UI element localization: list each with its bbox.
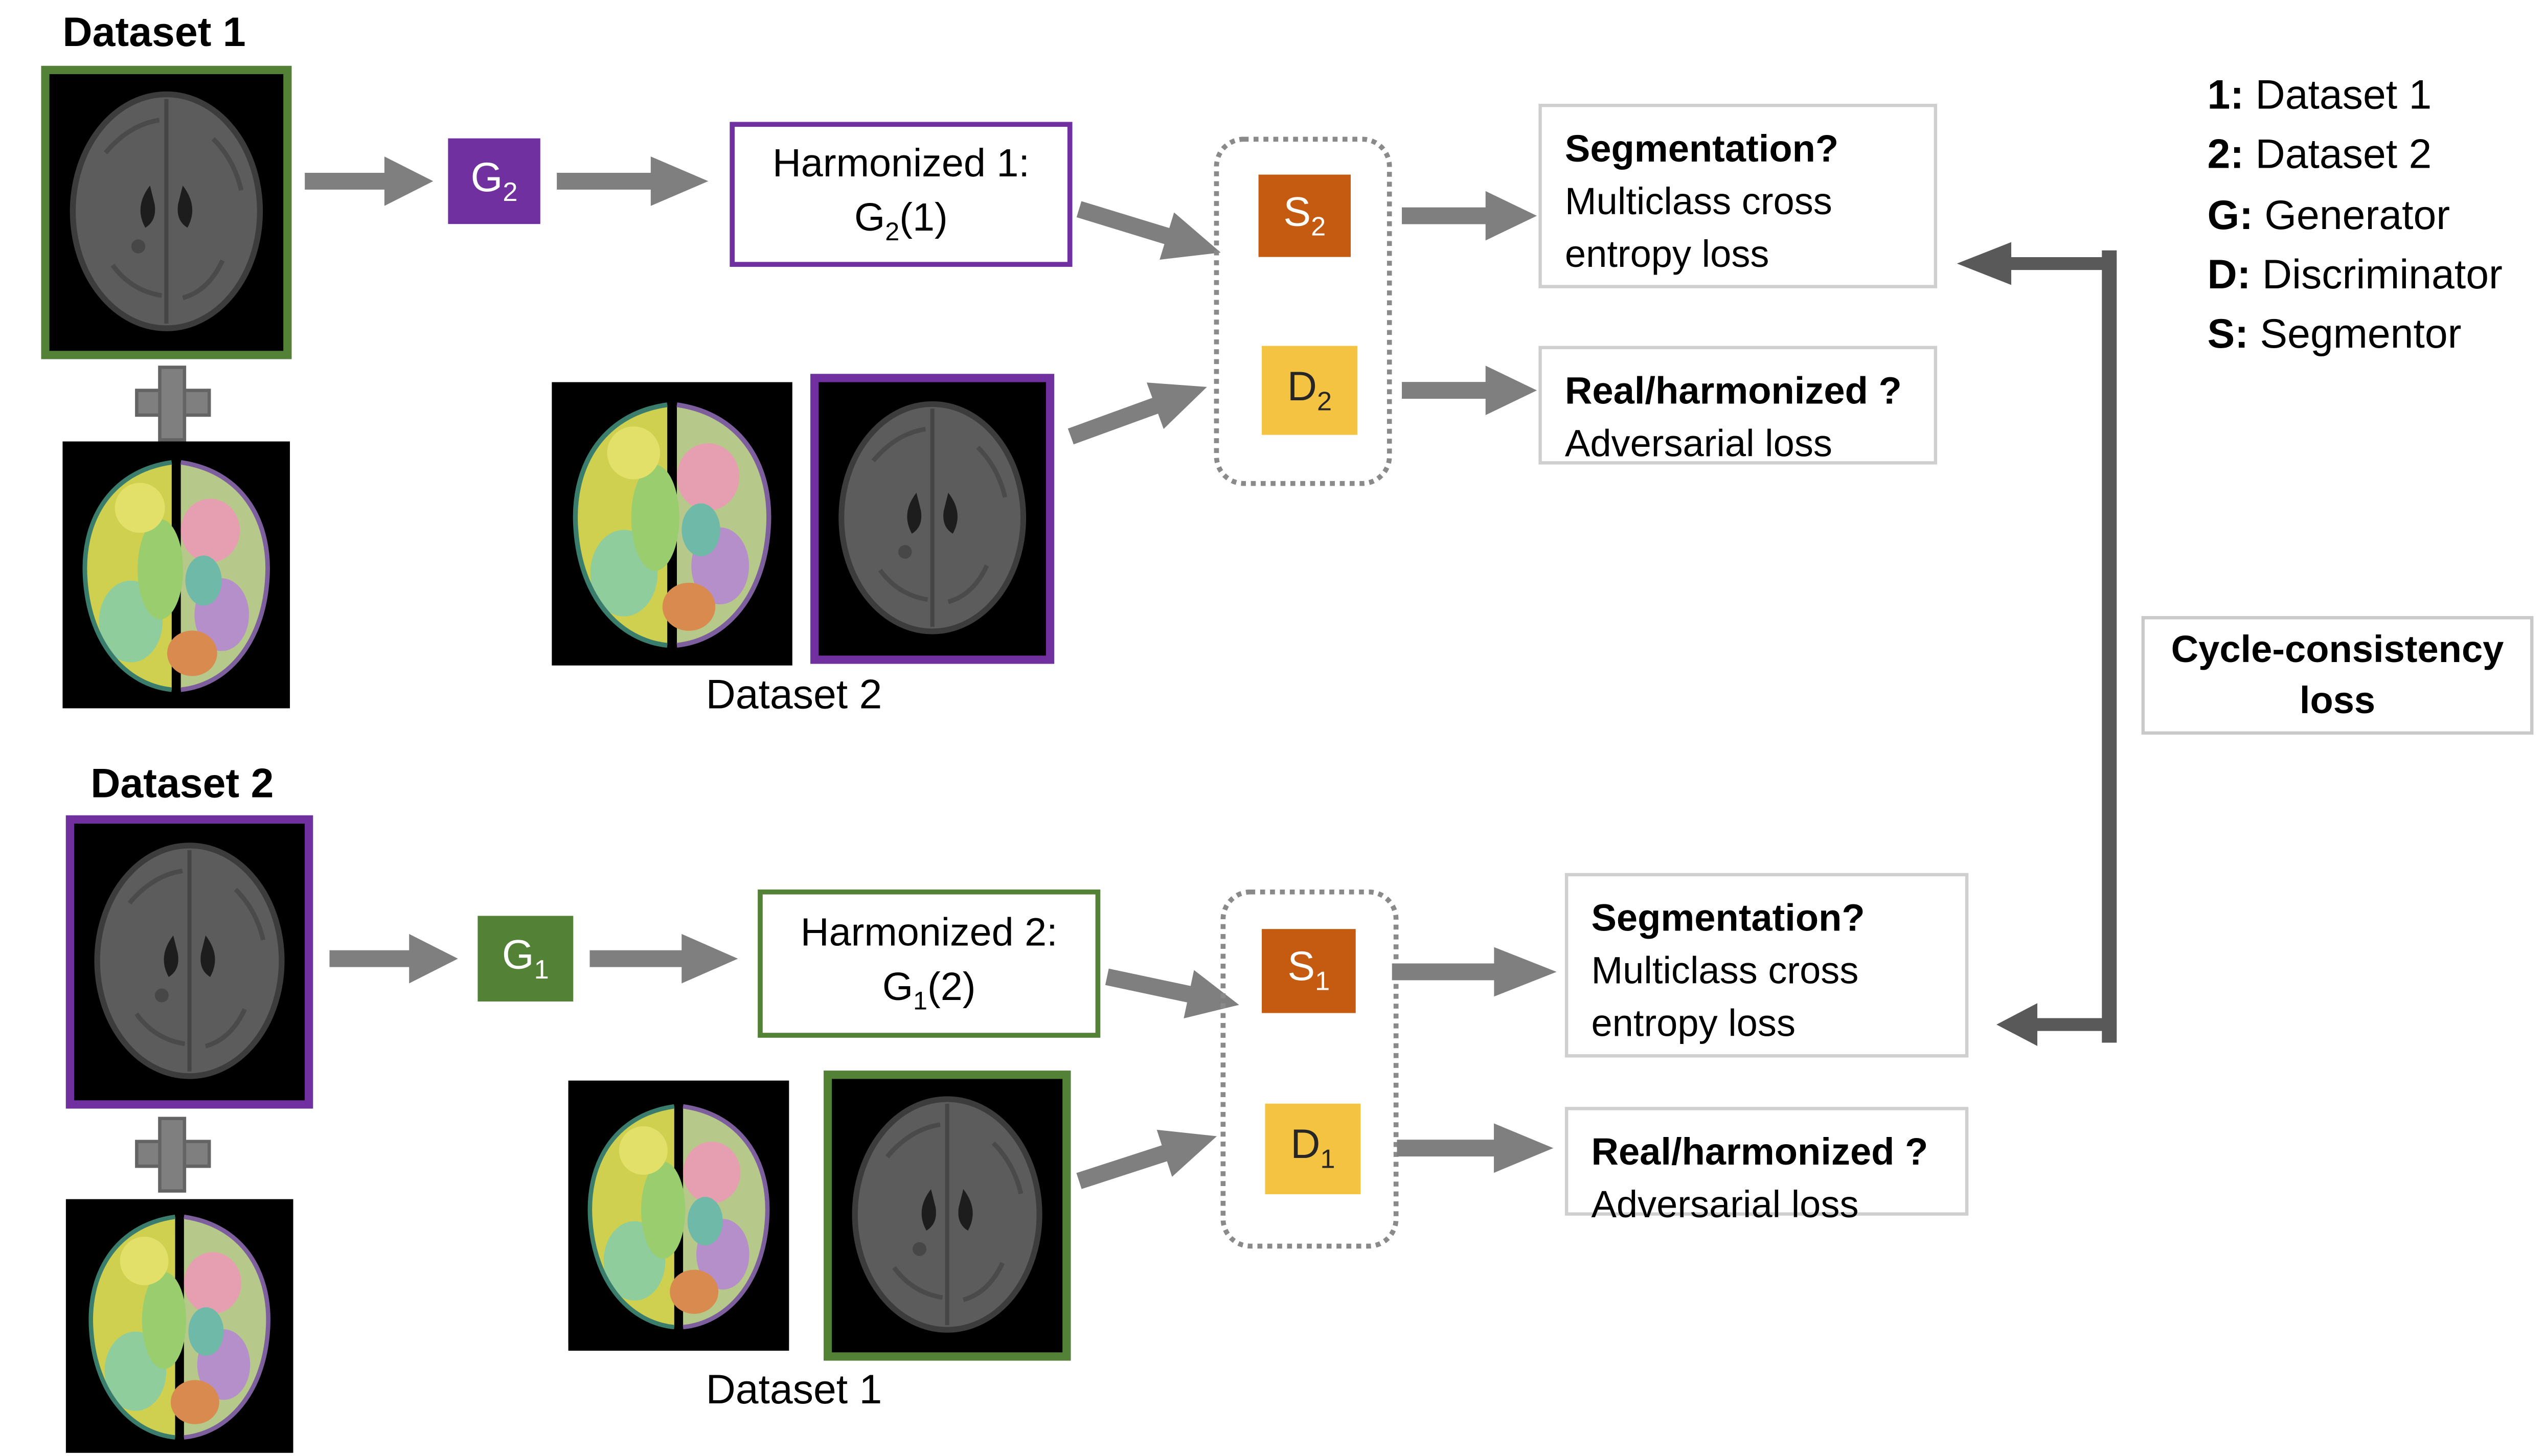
segmentor-s2-label: S2 bbox=[1283, 188, 1326, 242]
adversarial-loss-box-bottom: Real/harmonized ? Adversarial loss bbox=[1564, 1107, 1969, 1226]
dataset1-pair-segmentation-image bbox=[568, 1080, 789, 1351]
segmentor-s2-box: S2 bbox=[1258, 174, 1351, 257]
adversarial-loss-title-top: Real/harmonized ? bbox=[1564, 369, 1902, 412]
segmentation-loss-box-top: Segmentation? Multiclass cross entropy l… bbox=[1538, 103, 1938, 288]
arrow-d1-to-adversarial-loss bbox=[1397, 1123, 1554, 1173]
legend-item-dataset2: 2: Dataset 2 bbox=[2207, 132, 2432, 178]
cycle-consistency-loss-box: Cycle-consistency loss bbox=[2141, 616, 2534, 735]
segmentor-s1-label: S1 bbox=[1287, 944, 1330, 997]
plus-icon bbox=[135, 366, 211, 442]
harmonized2-title: Harmonized 2: bbox=[800, 911, 1058, 956]
arrow-pair-to-d1 bbox=[1071, 1113, 1224, 1205]
generator-g1-box: G1 bbox=[478, 916, 574, 1002]
arrow-dataset2-to-generator bbox=[329, 934, 458, 984]
legend-item-segmentor: S: Segmentor bbox=[2207, 311, 2462, 358]
discriminator-d2-box: D2 bbox=[1262, 346, 1357, 435]
arrow-generator-to-harmonized2 bbox=[589, 934, 738, 984]
brain-segmentation-graphic bbox=[569, 1081, 789, 1351]
cycle-connector-bar bbox=[2102, 250, 2117, 1043]
arrow-dataset1-to-generator bbox=[305, 156, 434, 206]
dataset1-pair-label: Dataset 1 bbox=[706, 1367, 882, 1414]
brain-segmentation-graphic bbox=[66, 1199, 293, 1453]
segmentation-loss-title-bottom: Segmentation? bbox=[1591, 896, 1865, 939]
plus-icon bbox=[135, 1117, 211, 1193]
generator-g2-label: G2 bbox=[470, 154, 518, 207]
dataset2-pair-mri-image bbox=[810, 374, 1055, 664]
cycle-arrow-to-bottom-segmentation bbox=[1996, 1003, 2117, 1046]
legend: 1: Dataset 1 2: Dataset 2 G: Generator D… bbox=[2207, 66, 2502, 365]
adversarial-loss-title-bottom: Real/harmonized ? bbox=[1591, 1130, 1928, 1173]
dataset2-segmentation-image bbox=[65, 1199, 293, 1453]
adversarial-loss-box-top: Real/harmonized ? Adversarial loss bbox=[1538, 346, 1938, 465]
dataset1-segmentation-image bbox=[62, 441, 290, 709]
arrow-generator-to-harmonized1 bbox=[557, 156, 709, 206]
dataset1-title: Dataset 1 bbox=[62, 10, 246, 56]
segmentation-loss-box-bottom: Segmentation? Multiclass cross entropy l… bbox=[1564, 873, 1969, 1058]
arrow-d2-to-adversarial-loss bbox=[1401, 366, 1537, 415]
segmentation-loss-body-top: Multiclass cross entropy loss bbox=[1564, 179, 1832, 276]
discriminator-d2-label: D2 bbox=[1287, 363, 1332, 416]
dataset2-pair-label: Dataset 2 bbox=[706, 672, 882, 718]
cycle-arrow-to-top-segmentation bbox=[1957, 242, 2117, 285]
brain-mri-graphic bbox=[819, 382, 1046, 656]
discriminator-d1-box: D1 bbox=[1265, 1103, 1361, 1194]
adversarial-module-group-top bbox=[1214, 136, 1392, 486]
arrow-harmonized1-to-segmentor bbox=[1072, 186, 1228, 276]
brain-mri-graphic bbox=[832, 1079, 1062, 1352]
brain-segmentation-graphic bbox=[552, 382, 792, 666]
segmentor-s1-box: S1 bbox=[1262, 929, 1356, 1013]
generator-g1-label: G1 bbox=[502, 931, 549, 985]
harmonized2-box: Harmonized 2: G1(2) bbox=[758, 889, 1101, 1038]
harmonized2-formula: G1(2) bbox=[882, 966, 976, 1017]
dataset2-mri-image bbox=[65, 815, 313, 1109]
dataset2-pair-segmentation-image bbox=[552, 382, 792, 666]
arrow-pair-to-d2 bbox=[1062, 363, 1215, 460]
discriminator-d1-label: D1 bbox=[1290, 1122, 1335, 1175]
dataset2-title: Dataset 2 bbox=[90, 761, 274, 807]
arrow-s2-to-segmentation-loss bbox=[1401, 191, 1537, 241]
legend-item-generator: G: Generator bbox=[2207, 192, 2450, 238]
arrow-s1-to-segmentation-loss bbox=[1392, 947, 1557, 997]
brain-segmentation-graphic bbox=[62, 441, 290, 708]
dataset1-mri-image bbox=[41, 65, 292, 359]
brain-mri-graphic bbox=[74, 824, 305, 1100]
harmonized1-title: Harmonized 1: bbox=[772, 141, 1030, 186]
legend-item-dataset1: 1: Dataset 1 bbox=[2207, 72, 2432, 119]
segmentation-loss-title-top: Segmentation? bbox=[1564, 127, 1839, 170]
generator-g2-box: G2 bbox=[448, 138, 540, 224]
segmentation-loss-body-bottom: Multiclass cross entropy loss bbox=[1591, 949, 1859, 1045]
dataset1-pair-mri-image bbox=[824, 1071, 1071, 1361]
adversarial-loss-body-bottom: Adversarial loss bbox=[1591, 1183, 1859, 1226]
adversarial-loss-body-top: Adversarial loss bbox=[1564, 422, 1832, 465]
brain-mri-graphic bbox=[50, 74, 284, 351]
legend-item-discriminator: D: Discriminator bbox=[2207, 252, 2503, 298]
harmonized1-formula: G2(1) bbox=[854, 196, 948, 248]
adversarial-module-group-bottom bbox=[1220, 889, 1399, 1249]
harmonized1-box: Harmonized 1: G2(1) bbox=[730, 122, 1073, 267]
